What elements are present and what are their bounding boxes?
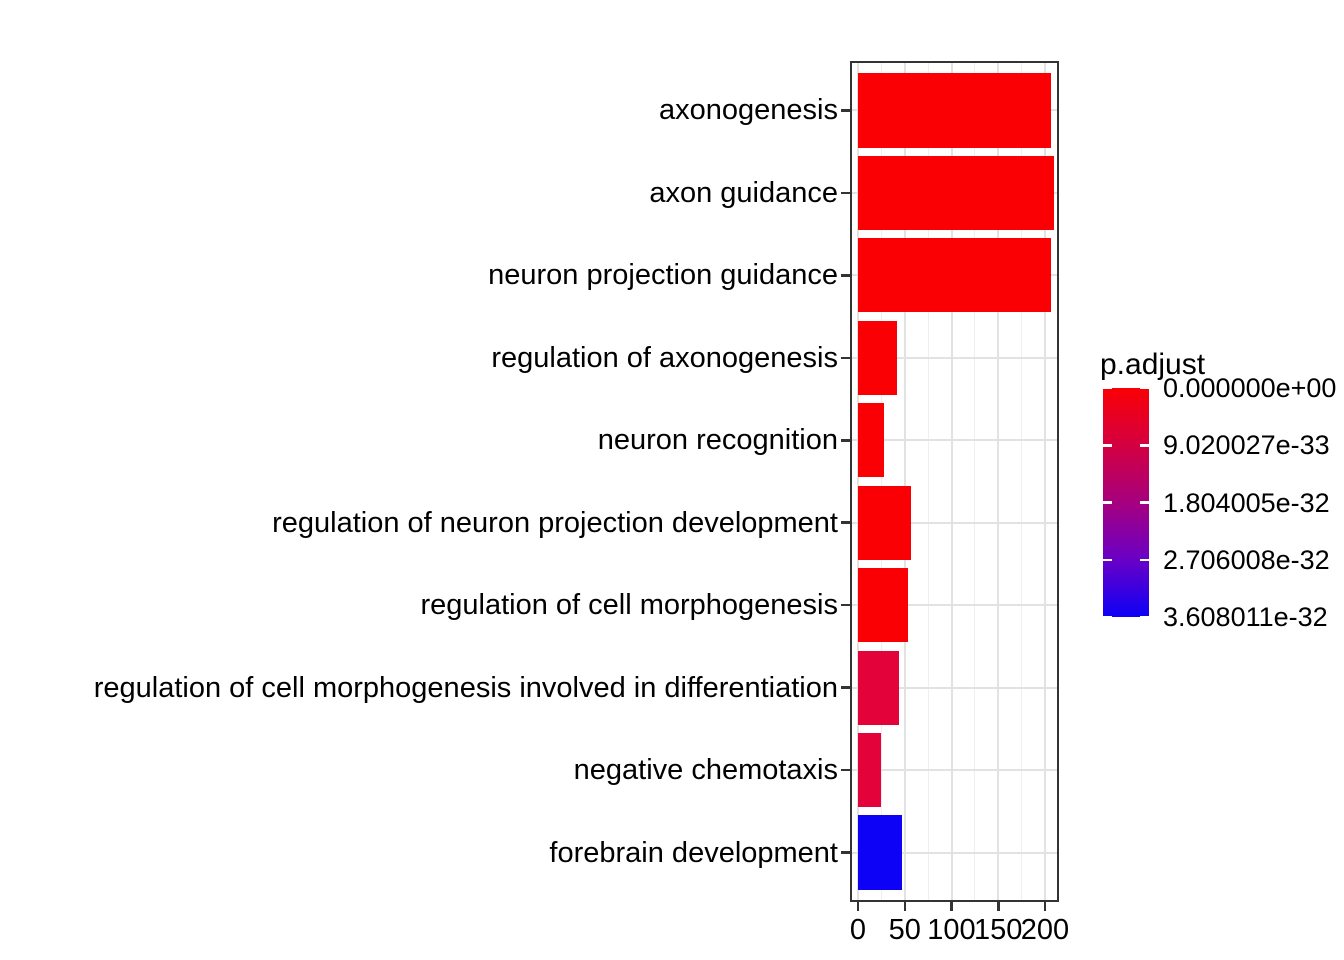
x-axis-tick <box>997 902 1000 911</box>
y-axis-label: regulation of neuron projection developm… <box>272 506 838 539</box>
y-axis-tick <box>841 603 850 607</box>
x-axis-tick <box>856 902 860 911</box>
y-axis-tick <box>841 521 850 524</box>
legend-tick-left <box>1103 558 1112 561</box>
x-axis-tick-label: 50 <box>888 914 921 946</box>
y-axis-tick <box>841 851 850 854</box>
gridline-x-minor <box>974 61 976 902</box>
legend-tick-right <box>1140 558 1149 561</box>
legend-tick-label: 9.020027e-33 <box>1163 430 1330 461</box>
y-axis-label: neuron recognition <box>597 424 838 457</box>
gridline-y-major <box>850 604 1059 607</box>
x-axis-tick <box>1043 902 1047 911</box>
gridline-x-major <box>903 61 906 902</box>
legend-tick-right <box>1140 501 1149 504</box>
gridline-x-major <box>997 61 1000 902</box>
legend-tick-right <box>1140 386 1149 390</box>
y-axis-label: forebrain development <box>549 836 838 869</box>
gridline-x-major <box>950 61 953 902</box>
x-axis-tick <box>903 902 906 911</box>
y-axis-tick <box>841 356 850 360</box>
plot-panel <box>850 61 1059 902</box>
bar <box>858 238 1051 313</box>
legend-tick-label: 0.000000e+00 <box>1163 373 1337 403</box>
y-axis-tick <box>841 768 850 772</box>
legend-tick-left <box>1103 444 1112 447</box>
gridline-x-minor <box>927 61 929 902</box>
gridline-y-major <box>850 686 1059 689</box>
gridline-x-minor <box>1021 61 1023 902</box>
legend-tick-left <box>1103 386 1112 390</box>
x-axis-tick <box>950 902 953 911</box>
x-axis-tick-label: 150 <box>974 914 1023 946</box>
gridline-x-major <box>1044 61 1046 902</box>
bar <box>858 485 912 560</box>
legend-colorbar <box>1103 386 1149 619</box>
y-axis-tick <box>841 274 850 277</box>
x-axis-tick-label: 0 <box>849 914 867 946</box>
y-axis-tick <box>841 191 850 195</box>
y-axis-label: regulation of axonogenesis <box>491 341 838 374</box>
legend-tick-label: 3.608011e-32 <box>1163 602 1328 632</box>
gridline-y-major <box>850 521 1059 524</box>
bar <box>858 403 885 478</box>
bar <box>858 155 1055 231</box>
y-axis-tick <box>841 686 850 689</box>
y-axis-label: regulation of cell morphogenesis involve… <box>93 671 838 704</box>
gridline-y-major <box>850 769 1059 772</box>
x-axis-tick-label: 100 <box>927 914 976 946</box>
legend-tick-left <box>1103 615 1112 619</box>
gridline-x-major <box>857 61 859 902</box>
legend-tick-label: 2.706008e-32 <box>1163 544 1330 575</box>
bar <box>858 650 900 725</box>
y-axis-label: negative chemotaxis <box>573 754 838 787</box>
legend-tick-left <box>1103 501 1112 504</box>
bar <box>858 73 1051 148</box>
legend: p.adjust 0.000000e+00 9.020027e-33 1.80400… <box>1100 348 1344 648</box>
gridline-y-major <box>850 439 1059 442</box>
y-axis-label: axonogenesis <box>659 94 838 127</box>
gridline-y-major <box>850 851 1059 854</box>
legend-title: p.adjust <box>1100 348 1206 381</box>
y-axis-label: axon guidance <box>649 176 838 209</box>
x-axis-tick-label: 200 <box>1020 914 1070 946</box>
gridline-y-major <box>850 356 1059 359</box>
bar <box>858 568 909 643</box>
bar <box>858 732 882 808</box>
legend-tick-right <box>1140 444 1149 447</box>
y-axis-label: neuron projection guidance <box>488 259 838 292</box>
y-axis-tick <box>841 109 850 112</box>
y-axis-tick <box>841 439 850 442</box>
legend-tick-label: 1.804005e-32 <box>1163 487 1330 518</box>
bar <box>858 320 898 395</box>
bar <box>858 815 902 890</box>
gridline-x-minor <box>880 61 882 902</box>
legend-tick-right <box>1140 615 1149 619</box>
y-axis-label: regulation of cell morphogenesis <box>420 589 838 622</box>
